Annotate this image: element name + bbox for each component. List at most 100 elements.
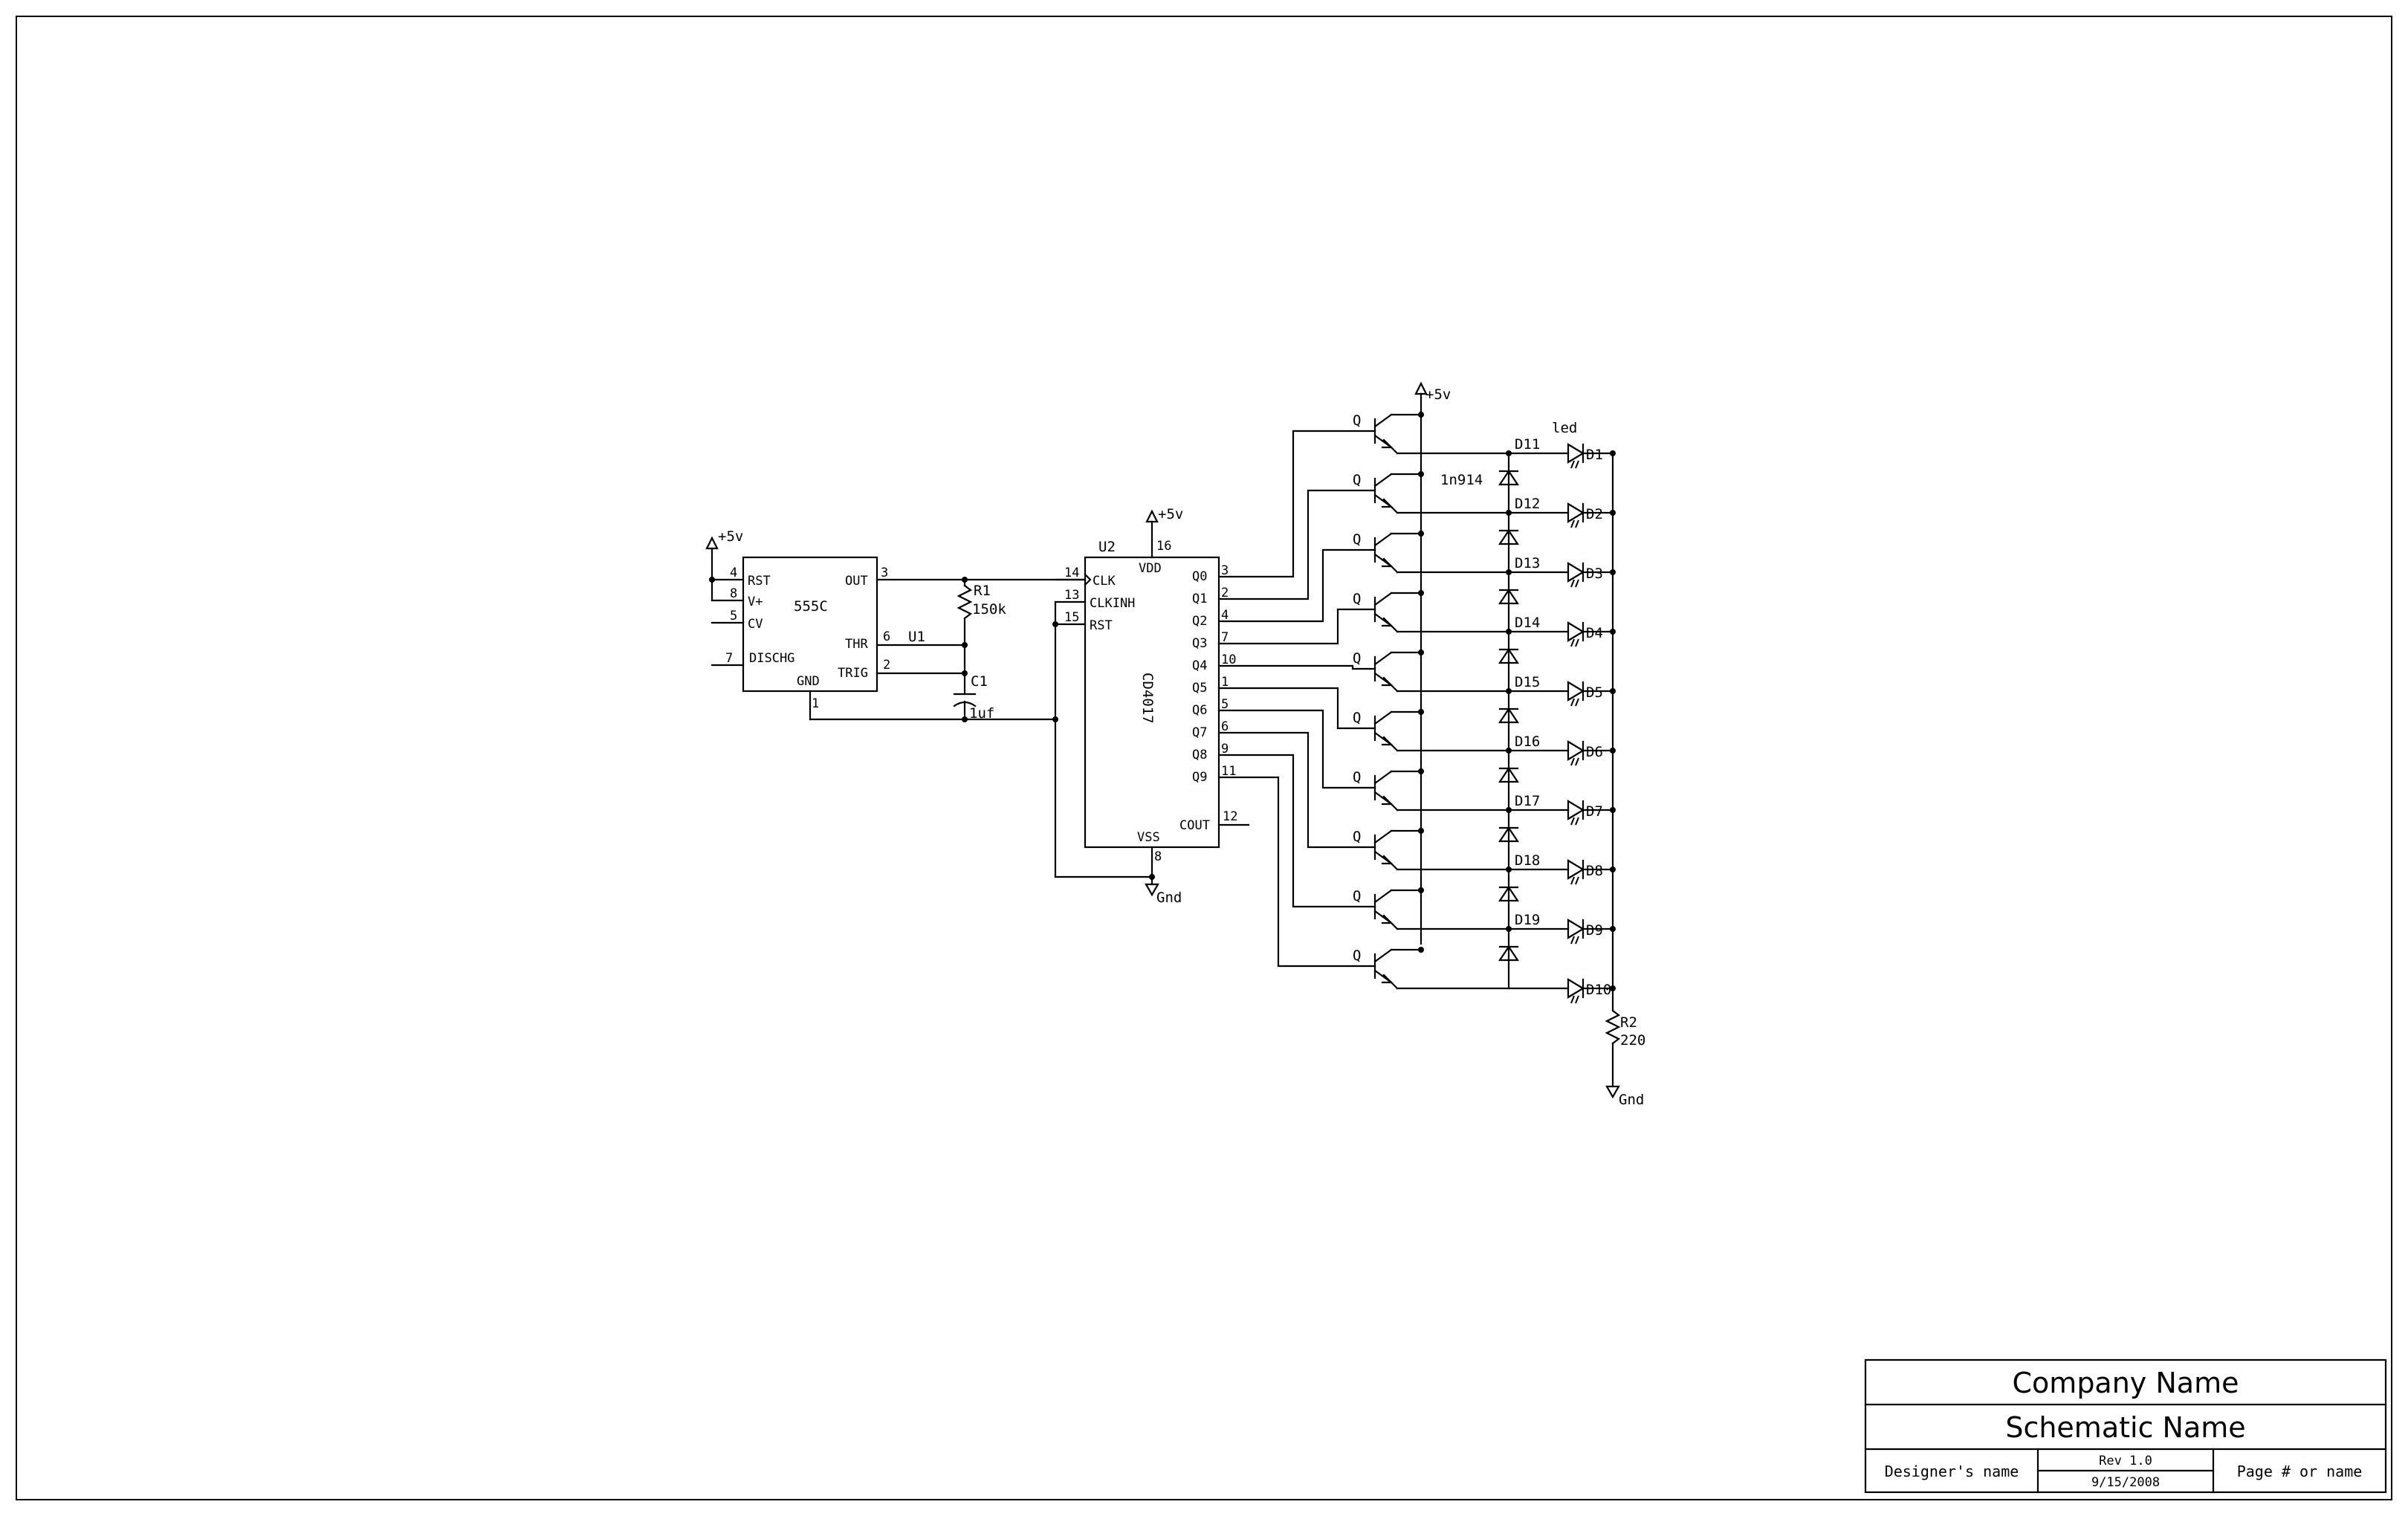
driver-array: 1n914 led +5v R2 220 Gnd QD1D11QD2D12QD3…	[1217, 381, 1645, 1108]
u2-output-pin-q1: 2	[1221, 586, 1229, 600]
u1-pinnum-cv: 5	[730, 609, 737, 623]
diode-15	[1498, 707, 1520, 724]
sheet-border	[16, 16, 2392, 1500]
diode-ref: D18	[1515, 852, 1540, 869]
led-ref: D5	[1586, 684, 1603, 701]
diode-11	[1498, 470, 1520, 486]
diode-12	[1498, 529, 1520, 545]
u1-pinnum-thr: 6	[883, 629, 890, 644]
diode-ref: D12	[1515, 496, 1540, 512]
diode-ref: D11	[1515, 436, 1540, 453]
led-2	[1567, 502, 1585, 523]
led-part-label: led	[1552, 420, 1577, 436]
diode-19	[1498, 945, 1520, 962]
u2-vcc-label: +5v	[1158, 506, 1183, 522]
led-ref: D10	[1586, 982, 1611, 998]
transistor-label: Q	[1353, 888, 1361, 904]
u1-pinnum-rst: 4	[730, 566, 737, 580]
u2-pin-clkinh: CLKINH	[1090, 596, 1135, 611]
u1-vcc-label: +5v	[718, 528, 743, 545]
led-ref: D7	[1586, 803, 1603, 820]
driver-row: Q D9 D19	[1217, 754, 1616, 990]
driver-vcc-label: +5v	[1425, 386, 1451, 403]
date: 9/15/2008	[2091, 1475, 2160, 1490]
u1-pin-rst: RST	[748, 574, 771, 589]
c1-value: 1uf	[969, 705, 994, 722]
diode-ref: D17	[1515, 793, 1540, 809]
u2-pinnum-clkinh: 13	[1064, 588, 1079, 603]
u1-pin-cv: CV	[748, 617, 763, 632]
driver-row: Q D2 D12	[1217, 471, 1616, 600]
u1-pinnum-dischg: 7	[725, 651, 733, 666]
u2-pin-cout: COUT	[1179, 818, 1210, 833]
transistor-label: Q	[1353, 531, 1361, 548]
u1-ref: U1	[908, 629, 925, 645]
led-7	[1567, 800, 1585, 820]
u2-output-q6: Q6	[1192, 703, 1207, 718]
driver-row: Q D1 D11	[1217, 412, 1616, 578]
diode-17	[1498, 826, 1520, 843]
u2-output-pin-q8: 9	[1221, 742, 1229, 757]
timer-555: 555C U1 RST V+ CV DISCHG 4 8 5 7 OUT THR…	[705, 528, 966, 721]
r1-value: 150k	[972, 601, 1006, 618]
u2-output-pin-q4: 10	[1221, 652, 1236, 667]
led-1	[1567, 443, 1585, 464]
transistor-label: Q	[1353, 412, 1361, 429]
diode-ref: D13	[1515, 555, 1540, 571]
diode-14	[1498, 648, 1520, 664]
u2-output-pin-q9: 11	[1221, 764, 1236, 779]
u2-output-pin-q0: 3	[1221, 563, 1229, 578]
u2-output-q4: Q4	[1192, 658, 1207, 673]
u2-output-pin-q7: 6	[1221, 719, 1229, 734]
u2-pinnum-vdd: 16	[1156, 539, 1171, 554]
u1-pinnum-out: 3	[881, 566, 888, 580]
led-ref: D1	[1586, 447, 1603, 463]
u2-output-pin-q2: 4	[1221, 608, 1229, 623]
led-10	[1567, 978, 1585, 999]
u2-output-q5: Q5	[1192, 681, 1207, 696]
u2-output-q1: Q1	[1192, 592, 1207, 606]
diode-18	[1498, 886, 1520, 902]
u1-pinnum-gnd: 1	[812, 696, 819, 711]
rc-network: R1 150k C1 1uf	[809, 577, 1087, 722]
diode-13	[1498, 589, 1520, 605]
transistor-label: Q	[1353, 948, 1361, 964]
u2-pin-vdd: VDD	[1139, 561, 1162, 576]
counter-cd4017: U2 CD4017 VDD +5v 16 CLK 14 CLKINH 13 RS…	[1052, 506, 1250, 906]
led-ref: D2	[1586, 506, 1603, 522]
u2-output-pin-q3: 7	[1221, 630, 1229, 645]
diode-part-label: 1n914	[1440, 472, 1483, 488]
u2-pin-rst: RST	[1090, 618, 1113, 633]
title-block: Company Name Schematic Name Designer's n…	[1864, 1358, 2387, 1494]
diode-ref: D19	[1515, 912, 1540, 928]
u1-pinnum-vplus: 8	[730, 586, 737, 601]
c1-ref: C1	[971, 673, 988, 690]
diode-ref: D15	[1515, 674, 1540, 690]
led-5	[1567, 681, 1585, 702]
u2-output-q2: Q2	[1192, 614, 1207, 629]
r2-ref: R2	[1620, 1014, 1637, 1031]
u1-pin-dischg: DISCHG	[749, 651, 794, 666]
driver-row: Q D10	[1217, 776, 1616, 1004]
u1-pin-out: OUT	[845, 574, 868, 589]
led-6	[1567, 740, 1585, 761]
led-4	[1567, 621, 1585, 642]
diode-16	[1498, 767, 1520, 783]
designer-name: Designer's name	[1885, 1462, 2019, 1480]
led-ref: D4	[1586, 625, 1603, 641]
r2-value: 220	[1620, 1032, 1645, 1049]
u2-pinnum-clk: 14	[1064, 566, 1079, 580]
led-3	[1567, 562, 1585, 583]
diode-ref: D14	[1515, 615, 1540, 631]
led-ref: D9	[1586, 922, 1603, 939]
u2-output-q8: Q8	[1192, 748, 1207, 762]
u2-output-q3: Q3	[1192, 636, 1207, 651]
u2-output-q7: Q7	[1192, 725, 1207, 740]
revision: Rev 1.0	[2099, 1454, 2152, 1468]
